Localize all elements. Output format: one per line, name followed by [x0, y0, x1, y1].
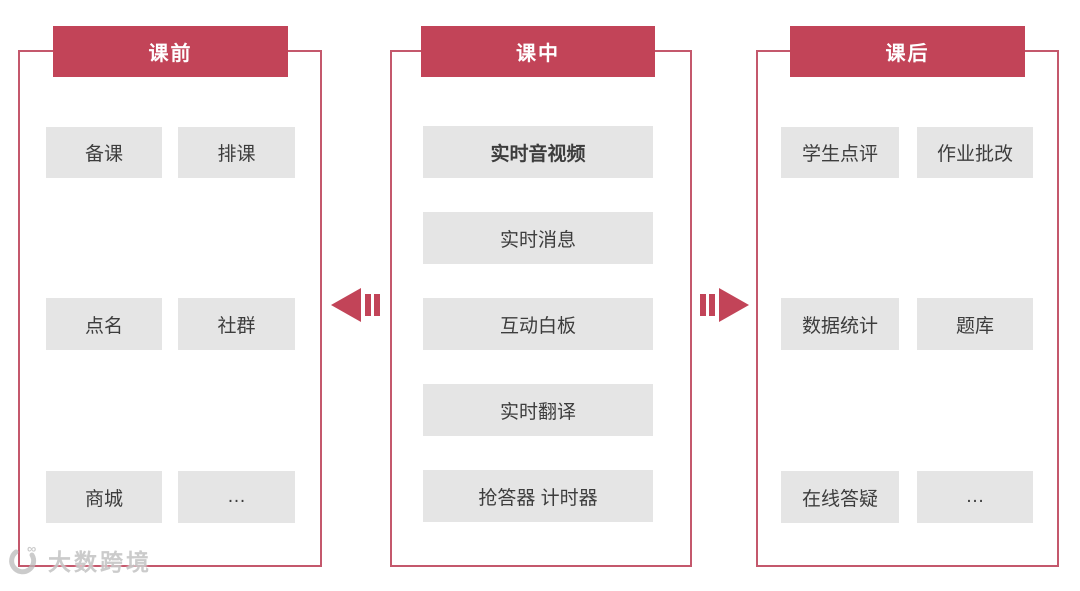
panel-header-in-class: 课中: [421, 26, 655, 77]
feature-box: 点名: [46, 298, 162, 350]
arrow-right-icon: [700, 288, 750, 322]
panel-title: 课前: [148, 43, 193, 65]
feature-box: 学生点评: [781, 127, 899, 178]
feature-box: 在线答疑: [781, 471, 899, 523]
panel-header-post-class: 课后: [790, 26, 1025, 77]
feature-box: 题库: [917, 298, 1033, 350]
feature-box-ellipsis: …: [917, 471, 1033, 523]
feature-box: 社群: [178, 298, 295, 350]
feature-box: 商城: [46, 471, 162, 523]
watermark: ∞ 大数跨境: [6, 541, 152, 579]
watermark-text: 大数跨境: [48, 549, 152, 575]
feature-box: 作业批改: [917, 127, 1033, 178]
feature-box: 备课: [46, 127, 162, 178]
arrow-left-icon: [331, 288, 381, 322]
svg-text:∞: ∞: [27, 541, 39, 556]
feature-box: 实时音视频: [423, 126, 653, 178]
feature-box: 排课: [178, 127, 295, 178]
feature-box: 抢答器 计时器: [423, 470, 653, 522]
feature-box-ellipsis: …: [178, 471, 295, 523]
feature-box: 实时消息: [423, 212, 653, 264]
feature-box: 互动白板: [423, 298, 653, 350]
panel-title: 课中: [516, 43, 560, 65]
panel-header-pre-class: 课前: [53, 26, 288, 77]
panel-title: 课后: [885, 43, 930, 65]
feature-box: 数据统计: [781, 298, 899, 350]
feature-box: 实时翻译: [423, 384, 653, 436]
watermark-logo-icon: ∞: [6, 541, 44, 579]
